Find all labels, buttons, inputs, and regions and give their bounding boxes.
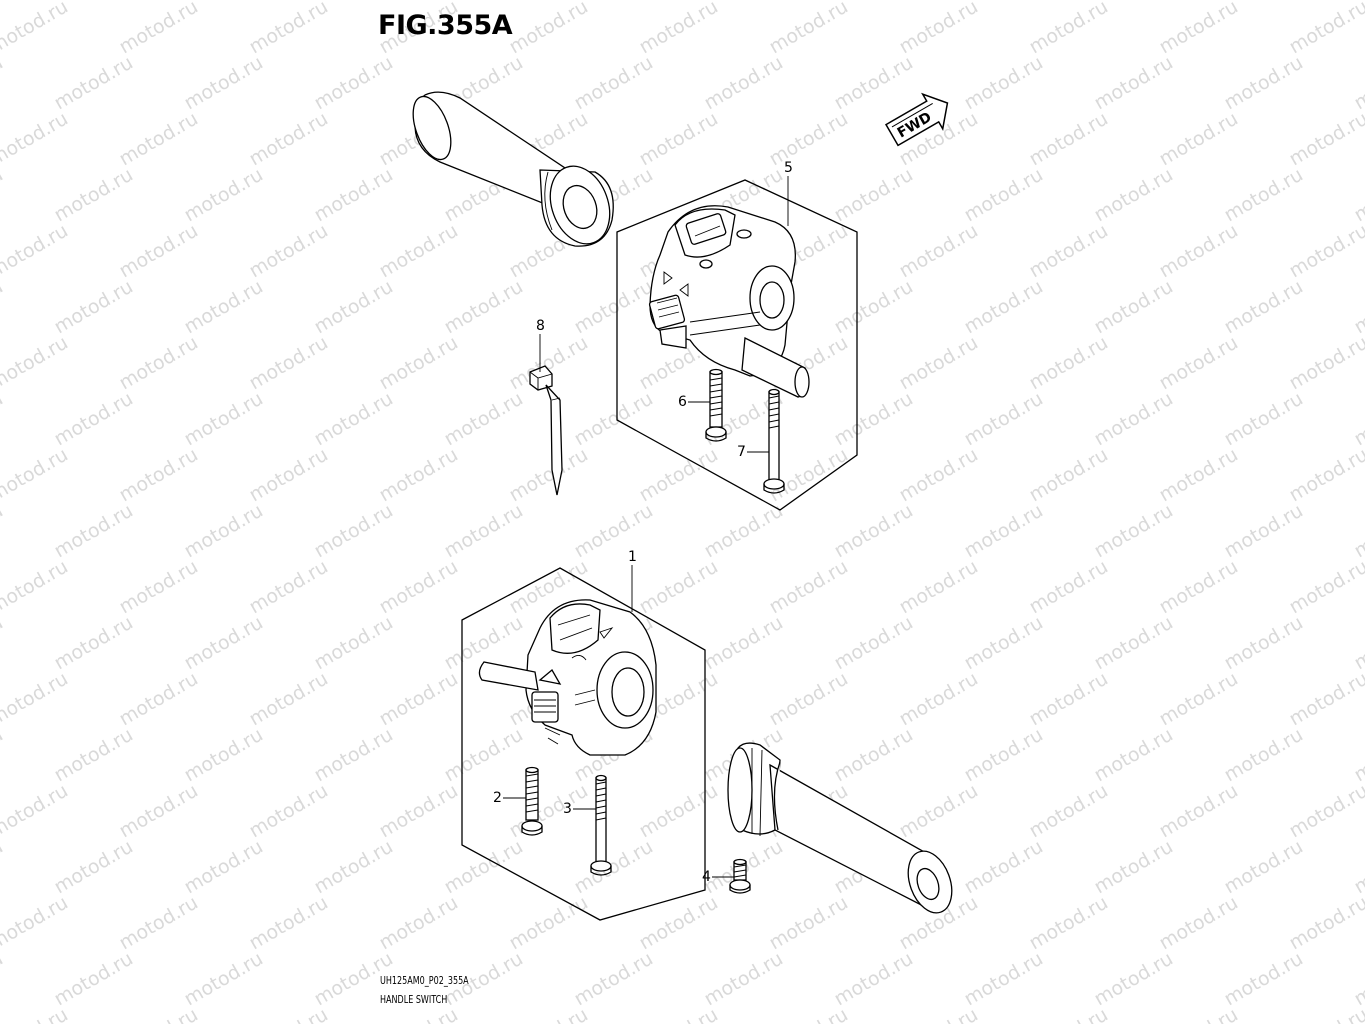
svg-text:8: 8	[536, 318, 545, 334]
right-handlebar-switch	[478, 599, 657, 756]
upper-assembly-box	[616, 179, 858, 511]
callout-5: 5	[784, 160, 793, 226]
screw-part-7	[763, 388, 785, 494]
left-handlebar-switch	[648, 205, 810, 398]
callout-3: 3	[563, 801, 596, 817]
right-throttle-grip	[727, 742, 953, 914]
left-handlebar-grip	[412, 91, 614, 247]
screw-part-6	[705, 368, 727, 442]
callout-8: 8	[536, 318, 545, 372]
fwd-arrow-icon: FWD	[884, 92, 949, 147]
cable-tie-part-8	[529, 365, 563, 496]
svg-text:3: 3	[563, 801, 572, 817]
callout-2: 2	[493, 790, 526, 806]
svg-text:5: 5	[784, 160, 793, 176]
callout-1: 1	[628, 549, 637, 612]
screw-part-4	[729, 858, 751, 894]
diagram-code: UH125AM0_P02_355A	[380, 975, 469, 987]
svg-text:7: 7	[737, 444, 746, 460]
svg-text:4: 4	[702, 869, 711, 885]
screw-part-3	[590, 774, 612, 876]
diagram-name: HANDLE SWITCH	[380, 994, 448, 1006]
lower-assembly-box	[461, 567, 706, 921]
callout-4: 4	[702, 869, 734, 885]
callout-6: 6	[678, 394, 710, 410]
svg-text:2: 2	[493, 790, 502, 806]
screw-part-2	[521, 766, 543, 836]
figure-title: FIG.355A	[378, 10, 513, 41]
svg-text:1: 1	[628, 549, 637, 565]
callout-7: 7	[737, 444, 769, 460]
svg-text:6: 6	[678, 394, 687, 410]
